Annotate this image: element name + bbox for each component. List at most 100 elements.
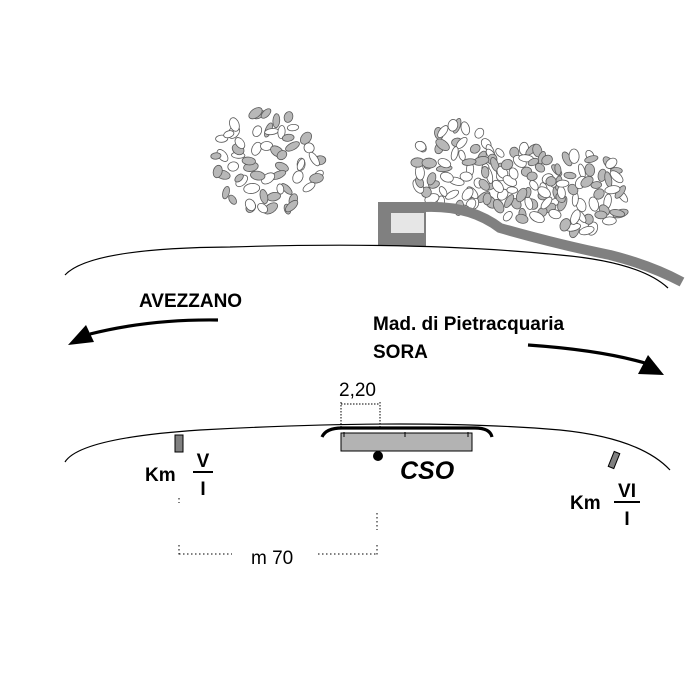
width-dimension-label: 2,20 [339, 380, 376, 401]
tree-leaf [251, 141, 262, 156]
tree-leaf [529, 211, 545, 224]
distance-dimension [178, 498, 378, 557]
tree-leaf [440, 171, 454, 183]
tree-leaf [228, 194, 237, 205]
km-marker-left-prefix: Km [145, 465, 176, 486]
tree-leaf [222, 185, 230, 200]
tree-leaf [590, 181, 602, 189]
tree-leaf [502, 211, 513, 222]
tree-leaf [292, 170, 304, 184]
station-point [373, 451, 383, 461]
tree-leaf [563, 171, 577, 180]
tree-leaf [504, 194, 515, 209]
tree-leaf [445, 189, 460, 200]
tree-leaf [223, 130, 235, 139]
tree-leaf [257, 202, 269, 214]
tree-leaf [296, 158, 306, 171]
tree-leaf [527, 157, 540, 167]
tree-leaf [602, 216, 617, 226]
km-post-right [607, 450, 621, 470]
direction-east-label-line1: Mad. di Pietracquaria [373, 314, 565, 335]
tree-leaf [286, 123, 300, 132]
station-label: CSO [400, 457, 455, 485]
tree-leaf [584, 155, 599, 163]
tree-leaf [588, 196, 599, 212]
tree-leaf [277, 125, 286, 139]
tree-leaf [460, 121, 470, 136]
tree-leaf [575, 198, 587, 213]
tree-leaf [482, 192, 492, 206]
tree-leaf [537, 186, 551, 199]
tree-leaf [426, 172, 437, 186]
tree-leaf [474, 127, 485, 139]
tree-leaf [506, 186, 518, 194]
tree-leaf [272, 113, 281, 129]
station-shelter [320, 426, 494, 452]
tree-leaf [559, 218, 571, 232]
tree-leaf [243, 183, 261, 194]
tree-leaf [308, 151, 320, 167]
tree-leaf [248, 107, 263, 120]
tree-leaf [250, 170, 266, 181]
tree-leaf [526, 171, 538, 182]
tree-leaf [450, 146, 459, 161]
tree-leaf [212, 164, 223, 179]
tree-leaf [568, 148, 580, 164]
tree-leaf [276, 183, 285, 195]
tree-leaf [260, 141, 274, 151]
tree-leaf [605, 157, 618, 169]
tree-leaf [469, 143, 481, 154]
tree-leaf [515, 213, 529, 224]
tree-leaf [260, 108, 272, 119]
tree-leaf [491, 179, 504, 193]
tree-leaf [210, 152, 222, 160]
direction-west-label: AVEZZANO [139, 291, 242, 312]
tree-leaf [495, 148, 505, 158]
tree-leaf [461, 187, 474, 201]
tree-leaf [541, 154, 553, 166]
tree-leaf [555, 179, 570, 188]
km-marker-right-denominator: I [624, 509, 629, 530]
tree-leaf [414, 140, 427, 152]
arrow-east [527, 343, 646, 365]
tree-leaf [281, 133, 295, 142]
km-marker-right-prefix: Km [570, 493, 601, 514]
tree-leaf [438, 186, 448, 197]
tree-leaf [594, 210, 608, 220]
arrow-east-head [638, 355, 664, 375]
km-marker-left-denominator: I [200, 479, 205, 500]
km-marker-right: Km VI I [570, 481, 640, 530]
tree-leaf [435, 138, 450, 152]
tree-leaf [461, 158, 477, 166]
tree-leaf [280, 183, 293, 195]
tree-leaf [604, 185, 621, 195]
tree-leaf [578, 225, 595, 236]
tree-leaf [421, 157, 437, 169]
arrow-west [89, 318, 219, 336]
km-marker-right-numerator: VI [618, 481, 636, 502]
tree-leaf [234, 173, 244, 183]
tree-leaf [437, 125, 449, 138]
tree-leaf [300, 131, 312, 145]
tree-leaf [283, 111, 294, 123]
tree-leaf [459, 171, 473, 182]
tree-leaf [478, 178, 490, 191]
tree-cluster-right [410, 117, 629, 239]
tree-leaf [259, 189, 269, 204]
tree-leaf [285, 199, 299, 213]
arrow-west-head [68, 325, 94, 345]
tree-leaf [548, 209, 562, 220]
tree-leaf [302, 181, 316, 193]
tree-leaf [508, 167, 519, 180]
tree-leaf [515, 187, 528, 203]
tree-leaf [529, 180, 539, 191]
km-marker-left: Km V I [145, 451, 213, 500]
tree-leaf [234, 137, 246, 150]
tree-leaf [580, 175, 594, 188]
tree-leaf [500, 159, 514, 171]
tree-leaf [241, 156, 256, 166]
width-dimension [340, 402, 381, 427]
tree-leaf [229, 117, 240, 132]
km-post-left [174, 434, 184, 453]
